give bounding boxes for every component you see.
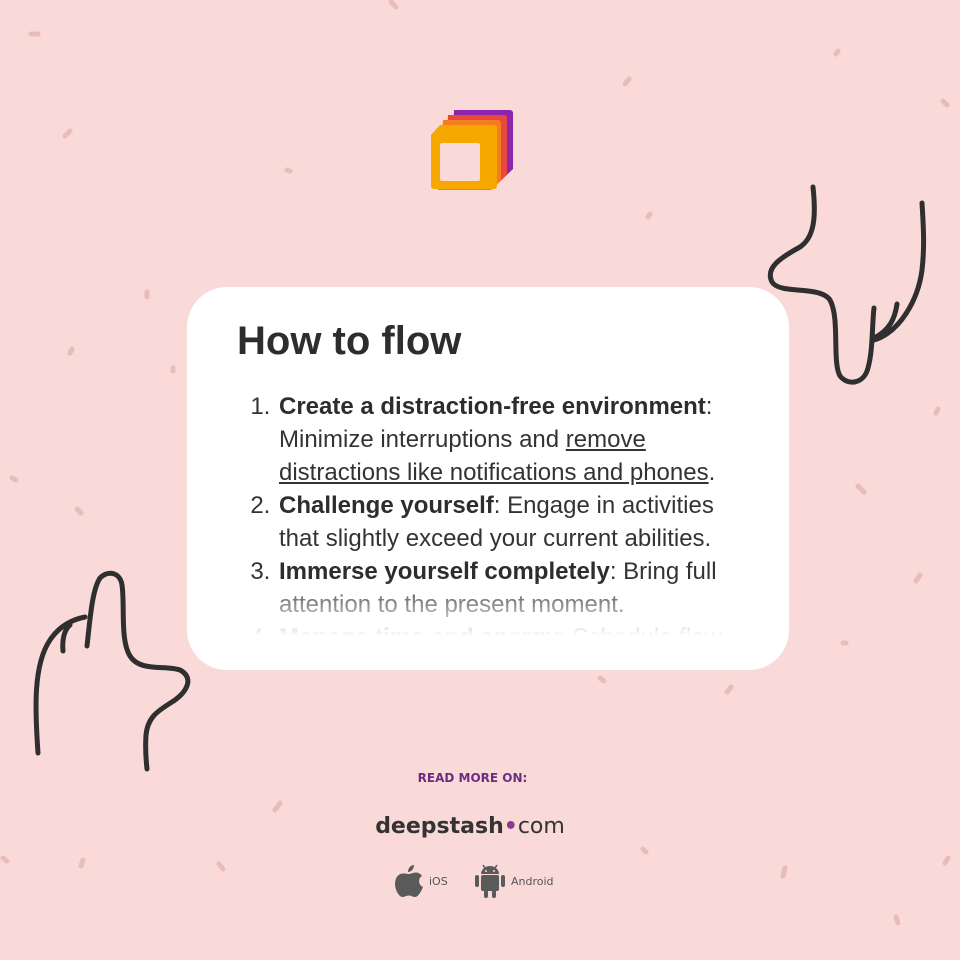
card-title: How to flow (237, 319, 462, 363)
item-heading: Create a distraction-free environment (279, 393, 706, 420)
item-text-end: . (708, 459, 716, 486)
list-item: Immerse yourself completely: Bring full … (277, 555, 759, 621)
android-app-link[interactable]: Android (475, 864, 554, 898)
brand-tld: com (517, 814, 565, 839)
doodle-bottom-left (33, 570, 191, 772)
deepstash-logo-icon (431, 110, 513, 190)
list-item: Challenge yourself: Engage in activities… (277, 489, 759, 555)
ios-app-link[interactable]: iOS (395, 864, 448, 898)
read-more-label: READ MORE ON: (417, 771, 528, 785)
list-item: Create a distraction-free environment: M… (277, 390, 759, 489)
brand-name: deepstash (375, 814, 504, 839)
item-heading: Immerse yourself completely (279, 558, 610, 585)
brand-dot: • (503, 814, 518, 839)
doodle-top-right (767, 184, 927, 385)
android-label: Android (511, 874, 554, 888)
item-heading: Challenge yourself (279, 492, 494, 519)
content-card: How to flow Create a distraction-free en… (187, 287, 789, 670)
android-icon (475, 864, 505, 898)
ios-label: iOS (429, 874, 448, 888)
apple-icon (395, 865, 423, 897)
item-heading: Manage time and energy (279, 624, 559, 636)
item-text: : Bring full attention to the present mo… (279, 558, 717, 618)
item-text: : Engage in activities that slightly exc… (279, 492, 714, 552)
item-text: : Schedule flow (559, 624, 722, 636)
list-item: Manage time and energy: Schedule flow (277, 621, 759, 636)
item-text: : Minimize interruptions and (279, 393, 713, 453)
brand-link[interactable]: deepstash•com (0, 814, 940, 839)
flow-steps-list: Create a distraction-free environment: M… (237, 390, 759, 636)
item-link[interactable]: remove distractions like notifications a… (279, 426, 709, 486)
